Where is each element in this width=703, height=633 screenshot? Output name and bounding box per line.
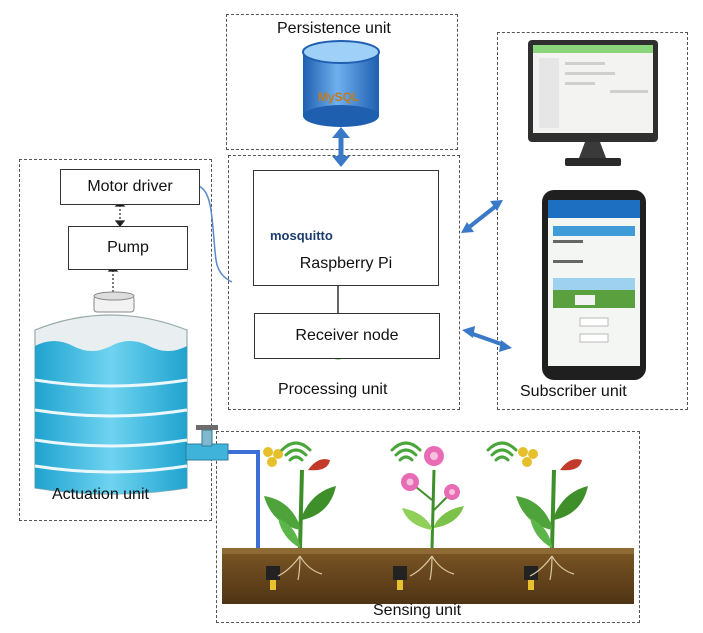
wifi-icon [390, 441, 422, 462]
raspberry-pi-box: Raspberry Pi [253, 170, 439, 286]
mosquitto-logo-text: mosquitto [270, 228, 333, 243]
wifi-icon [486, 441, 518, 462]
database-icon [302, 40, 380, 127]
motor-driver-box: Motor driver [60, 169, 200, 205]
mysql-logo-text: MySQL [318, 90, 360, 104]
motor-driver-label: Motor driver [87, 178, 173, 195]
processing-unit-title: Processing unit [278, 381, 388, 398]
soil-sensor-icons [266, 566, 538, 590]
receiver-node-box: Receiver node [254, 313, 440, 359]
plant-icon [263, 447, 336, 549]
soil-strip [222, 552, 634, 604]
plant-icon [516, 447, 588, 549]
monitor-icon [528, 40, 658, 166]
subscriber-unit-frame [497, 32, 688, 410]
subscriber-unit-title: Subscriber unit [520, 383, 627, 400]
sensing-unit-title: Sensing unit [373, 602, 462, 619]
pump-box: Pump [68, 226, 188, 270]
actuation-unit-frame [19, 159, 212, 521]
smartphone-icon [542, 190, 646, 380]
receiver-node-label: Receiver node [295, 327, 399, 344]
pump-label: Pump [107, 239, 149, 256]
root-systems [277, 555, 575, 581]
motor-pi-wire [197, 185, 233, 283]
raspberry-pi-label: Raspberry Pi [299, 255, 393, 272]
valve-icon [185, 425, 229, 461]
db-processing-arrow [332, 127, 350, 167]
actuation-unit-title: Actuation unit [52, 486, 149, 503]
sensing-unit-frame [216, 431, 640, 623]
subscriber-arrows [461, 200, 512, 352]
plant-icon [401, 446, 464, 549]
water-tank-icon [34, 291, 188, 495]
wifi-icon [280, 441, 312, 462]
persistence-unit-title: Persistence unit [277, 20, 391, 37]
processing-unit-frame [228, 155, 460, 410]
